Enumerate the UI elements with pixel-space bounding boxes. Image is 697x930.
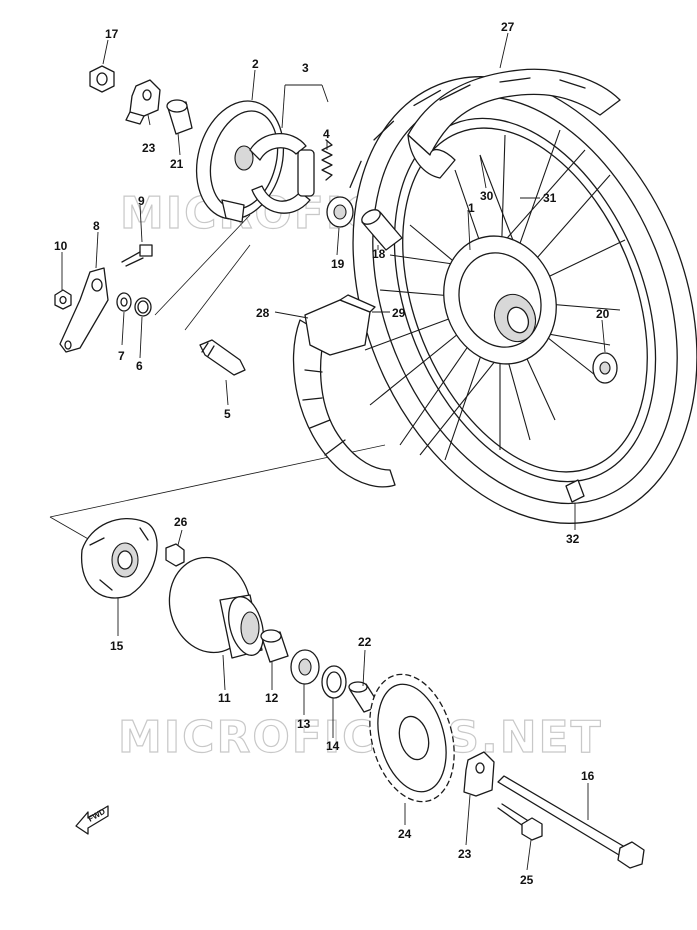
lever-bolt bbox=[121, 244, 153, 267]
tire-section-left bbox=[292, 294, 396, 488]
callout-14: 14 bbox=[326, 739, 340, 753]
callout-11: 11 bbox=[218, 691, 231, 705]
rim-outer bbox=[393, 117, 657, 483]
callout-20: 20 bbox=[596, 307, 610, 321]
oil-seal bbox=[321, 665, 347, 699]
callout-7: 7 bbox=[118, 349, 125, 363]
wheel-damper bbox=[81, 518, 158, 599]
callout-26: 26 bbox=[174, 515, 188, 529]
callout-28: 28 bbox=[256, 306, 270, 320]
sprocket-drum bbox=[168, 556, 264, 659]
callout-22: 22 bbox=[358, 635, 372, 649]
callout-numbers: 1 2 3 4 5 6 7 8 9 10 11 12 13 14 15 16 1… bbox=[54, 20, 610, 887]
callout-2: 2 bbox=[252, 57, 259, 71]
callout-31: 31 bbox=[543, 191, 557, 205]
callout-30: 30 bbox=[480, 189, 494, 203]
callout-29: 29 bbox=[392, 306, 406, 320]
callout-19: 19 bbox=[331, 257, 345, 271]
spacer bbox=[361, 209, 403, 251]
callout-4: 4 bbox=[323, 127, 330, 141]
collar bbox=[166, 99, 193, 135]
valve-cap bbox=[565, 479, 585, 503]
wheel-hub bbox=[443, 235, 557, 365]
callout-6: 6 bbox=[136, 359, 143, 373]
callout-17: 17 bbox=[105, 27, 119, 41]
callout-23-bottom: 23 bbox=[458, 847, 472, 861]
washer bbox=[116, 292, 132, 312]
callout-24: 24 bbox=[398, 827, 412, 841]
chain-adjuster-bottom bbox=[463, 751, 495, 797]
brake-cam-lever bbox=[59, 267, 109, 353]
rear-sprocket bbox=[369, 673, 455, 803]
leader-lines bbox=[61, 32, 606, 871]
tube-top bbox=[407, 68, 621, 179]
callout-5: 5 bbox=[224, 407, 231, 421]
brake-spring bbox=[321, 139, 333, 181]
callout-25: 25 bbox=[520, 873, 534, 887]
callout-13: 13 bbox=[297, 717, 311, 731]
rim-inner bbox=[402, 127, 648, 473]
callout-23-top: 23 bbox=[142, 141, 156, 155]
adjuster-bolt bbox=[497, 803, 543, 841]
callout-1: 1 bbox=[468, 201, 475, 215]
chain-adjuster-top bbox=[125, 79, 161, 125]
rear-wheel-assembly bbox=[349, 76, 697, 524]
callout-32: 32 bbox=[566, 532, 580, 546]
watermark-bottom: MICROFICHES.NET bbox=[118, 712, 603, 763]
rear-axle bbox=[497, 775, 645, 869]
callout-27: 27 bbox=[501, 20, 515, 34]
callout-8: 8 bbox=[93, 219, 100, 233]
forward-direction-arrow: FWD bbox=[75, 805, 109, 835]
brake-cam bbox=[199, 339, 246, 376]
callout-16: 16 bbox=[581, 769, 595, 783]
callout-15: 15 bbox=[110, 639, 124, 653]
drum-spacer bbox=[260, 629, 289, 663]
damper-nut bbox=[165, 543, 185, 567]
callout-21: 21 bbox=[170, 157, 184, 171]
brake-shoes bbox=[249, 133, 315, 214]
callout-9: 9 bbox=[138, 194, 145, 208]
callout-18: 18 bbox=[372, 247, 386, 261]
callout-12: 12 bbox=[265, 691, 279, 705]
lever-nut bbox=[54, 289, 72, 310]
callout-3: 3 bbox=[302, 61, 309, 75]
axle-nut bbox=[89, 65, 115, 93]
callout-10: 10 bbox=[54, 239, 68, 253]
